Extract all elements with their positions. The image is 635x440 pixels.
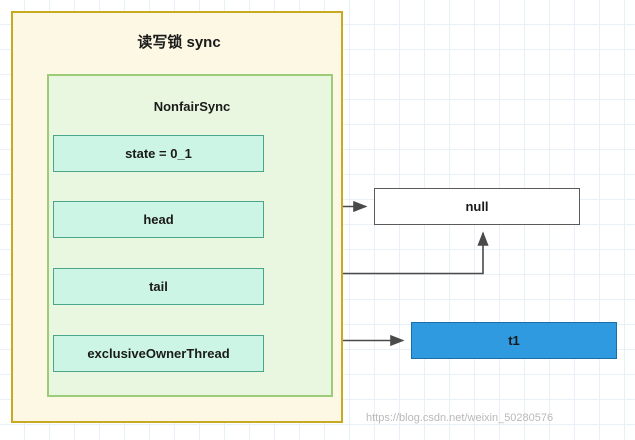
field-head: head xyxy=(53,201,264,238)
outer-box-title: 读写锁 sync xyxy=(137,34,221,51)
node-thread-t1: t1 xyxy=(411,322,617,359)
watermark: https://blog.csdn.net/weixin_50280576 xyxy=(366,412,554,424)
inner-box-title: NonfairSync xyxy=(153,99,231,114)
outer-box-sync: 读写锁 sync NonfairSync state = 0_1 head ta… xyxy=(11,11,343,423)
field-state: state = 0_1 xyxy=(53,135,264,172)
node-null: null xyxy=(374,188,580,225)
field-exclusive-owner-thread: exclusiveOwnerThread xyxy=(53,335,264,372)
field-tail: tail xyxy=(53,268,264,305)
